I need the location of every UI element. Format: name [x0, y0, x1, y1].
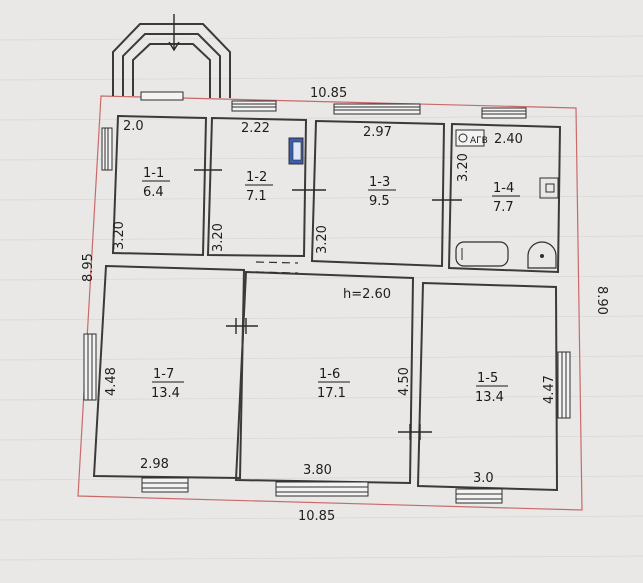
room-outline-1-6: [234, 270, 415, 485]
window-1-3-top: [333, 103, 421, 115]
window-1-1-left: [101, 127, 113, 171]
fixtures: АГВ: [288, 129, 559, 269]
svg-text:1-2: 1-2: [246, 170, 267, 185]
svg-text:1-6: 1-6: [319, 367, 340, 382]
window-1-4-top: [481, 107, 527, 119]
windows: [83, 100, 571, 504]
dim-width-1-2: 2.22: [241, 121, 270, 136]
window-1-7-left: [83, 333, 97, 401]
dim-height-1-6: 4.50: [397, 367, 412, 396]
room-outline-1-1: [111, 114, 208, 257]
dim-ceiling-height: h=2.60: [343, 287, 391, 302]
svg-text:7.1: 7.1: [246, 189, 267, 204]
window-1-5-right: [557, 351, 571, 419]
boiler-icon: [455, 129, 485, 147]
svg-text:1-1: 1-1: [143, 166, 164, 181]
dim-right-total: 8.90: [594, 286, 609, 315]
svg-text:6.4: 6.4: [143, 185, 164, 200]
svg-text:1-5: 1-5: [477, 371, 498, 386]
dim-height-1-3: 3.20: [315, 225, 330, 254]
room-label-1-3: 1-3 9.5: [368, 175, 396, 209]
window-1-5-bottom: [455, 488, 503, 504]
room-outline-1-5: [416, 281, 559, 492]
paper-grid: [0, 35, 643, 561]
room-label-1-4: 1-4 7.7: [492, 181, 520, 215]
dimension-labels: 10.85 10.85 8.95 8.90 h=2.60 2.0 2.22 2.…: [81, 86, 609, 524]
svg-text:1-3: 1-3: [369, 175, 390, 190]
dim-width-1-1: 2.0: [123, 119, 144, 134]
room-labels: 1-1 6.4 1-2 7.1 1-3 9.5 1-4 7.7 1-7 13.4…: [142, 166, 520, 405]
svg-text:13.4: 13.4: [151, 386, 180, 401]
room-label-1-5: 1-5 13.4: [475, 371, 508, 405]
dim-height-1-2: 3.20: [211, 223, 226, 252]
room-outline-1-2: [206, 116, 308, 258]
dim-height-1-7: 4.48: [104, 367, 119, 396]
room-label-1-7: 1-7 13.4: [151, 367, 184, 401]
entrance-porch: [112, 14, 231, 101]
dim-width-1-7: 2.98: [140, 457, 169, 472]
dim-top-total: 10.85: [310, 86, 347, 101]
room-label-1-2: 1-2 7.1: [245, 170, 273, 204]
window-1-2-top: [231, 100, 277, 112]
dim-bottom-total: 10.85: [298, 509, 335, 524]
window-1-7-bottom: [141, 477, 189, 493]
dim-left-total: 8.95: [81, 253, 96, 282]
svg-text:13.4: 13.4: [475, 390, 504, 405]
sink-icon: [539, 177, 559, 199]
room-label-1-1: 1-1 6.4: [142, 166, 170, 200]
room-outline-1-7: [92, 264, 246, 480]
dim-height-1-1: 3.20: [112, 221, 127, 250]
room-outline-1-3: [310, 119, 446, 268]
corridor-opening: [255, 261, 299, 274]
dim-width-1-3: 2.97: [363, 125, 392, 140]
svg-text:1-7: 1-7: [153, 367, 174, 382]
toilet-icon: [527, 241, 557, 269]
stove-icon: [288, 137, 304, 165]
bathtub-icon: [455, 241, 509, 267]
dim-width-1-5: 3.0: [473, 471, 494, 486]
dim-width-1-6: 3.80: [303, 463, 332, 478]
doors: [194, 169, 462, 440]
window-1-6-bottom: [275, 481, 369, 497]
svg-text:7.7: 7.7: [493, 200, 514, 215]
svg-text:9.5: 9.5: [369, 194, 390, 209]
svg-text:17.1: 17.1: [317, 386, 346, 401]
svg-text:1-4: 1-4: [493, 181, 514, 196]
room-outline-1-4: [447, 122, 562, 274]
room-walls: [92, 114, 562, 492]
dim-height-1-5: 4.47: [542, 375, 557, 404]
dim-height-1-4: 3.20: [456, 153, 471, 182]
room-label-1-6: 1-6 17.1: [317, 367, 350, 401]
dim-width-1-4: 2.40: [494, 132, 523, 147]
boiler-label: АГВ: [470, 136, 488, 146]
